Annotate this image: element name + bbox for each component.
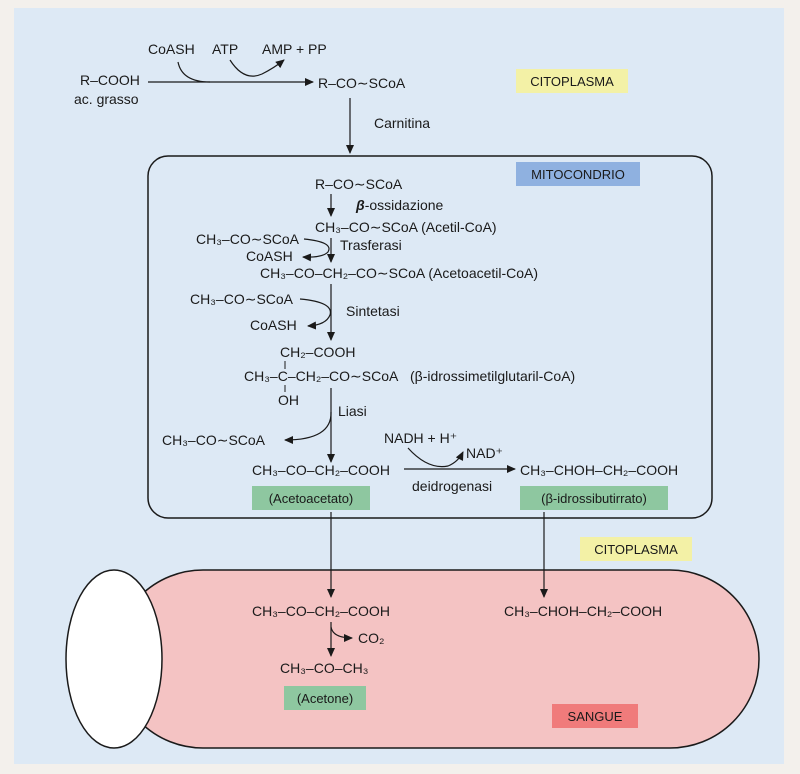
hmg-coa-oh: OH xyxy=(278,392,299,408)
tag-mitocondrio-bg xyxy=(516,162,640,186)
co2-curve xyxy=(330,626,353,642)
blood-vessel-opening xyxy=(65,569,163,749)
acetoacetate-mito: CH₃–CO–CH₂–COOH xyxy=(252,462,390,478)
synthase-label: Sintetasi xyxy=(346,303,400,319)
acyl-coa-cytosol: R–CO∼SCoA xyxy=(318,75,406,91)
coash-output-2: CoASH xyxy=(250,317,297,333)
hydroxybutyrate-blood: CH₃–CHOH–CH₂–COOH xyxy=(504,603,662,619)
atp-amp-curve xyxy=(229,59,285,77)
nadh-nad-curve xyxy=(407,447,464,468)
lyase-label: Liasi xyxy=(338,403,367,419)
amp-pp-label: AMP + PP xyxy=(262,41,327,57)
coash-curve xyxy=(177,61,211,83)
acetoacetate-blood: CH₃–CO–CH₂–COOH xyxy=(252,603,390,619)
acyl-coa-mito: R–CO∼SCoA xyxy=(315,176,403,192)
carnitine-label: Carnitina xyxy=(374,115,430,131)
fatty-acid-name: ac. grasso xyxy=(74,91,139,107)
mitochondrion-box xyxy=(147,155,713,519)
fatty-acid-formula: R–COOH xyxy=(80,72,140,88)
acetyl-coa-released: CH₃–CO∼SCoA xyxy=(162,432,266,448)
coash-output-1: CoASH xyxy=(246,248,293,264)
tag-citoplasma-top: CITOPLASMA xyxy=(530,74,614,89)
hmg-coa-top: CH₂–COOH xyxy=(280,344,355,360)
tag-citoplasma-bottom-bg xyxy=(580,537,692,561)
coash-label: CoASH xyxy=(148,41,195,57)
transferase-side-curve xyxy=(302,238,330,262)
hydroxybutyrate-mito: CH₃–CHOH–CH₂–COOH xyxy=(520,462,678,478)
acetoacetate-tag-bg xyxy=(252,486,370,510)
hydroxybutyrate-tag: (β-idrossibutirrato) xyxy=(541,491,647,506)
lyase-side-curve xyxy=(284,411,332,444)
tag-mitocondrio: MITOCONDRIO xyxy=(531,167,625,182)
synthase-side-curve xyxy=(299,298,332,330)
tag-citoplasma-bottom: CITOPLASMA xyxy=(594,542,678,557)
hmg-coa-middle: CH₃–C–CH₂–CO∼SCoA xyxy=(244,368,399,384)
nadh-label: NADH + H⁺ xyxy=(384,430,457,446)
acetone-tag-bg xyxy=(284,686,366,710)
atp-label: ATP xyxy=(212,41,238,57)
transferase-label: Trasferasi xyxy=(340,237,402,253)
hydroxybutyrate-tag-bg xyxy=(520,486,668,510)
acetyl-coa-input-1: CH₃–CO∼SCoA xyxy=(196,231,300,247)
tag-sangue: SANGUE xyxy=(568,709,623,724)
hmg-coa-name: (β-idrossimetilglutaril-CoA) xyxy=(410,368,575,384)
tag-citoplasma-top-bg xyxy=(516,69,628,93)
acetyl-coa: CH₃–CO∼SCoA (Acetil-CoA) xyxy=(315,219,497,235)
acetoacetate-tag: (Acetoacetato) xyxy=(269,491,354,506)
acetone-tag: (Acetone) xyxy=(297,691,353,706)
acetone-formula: CH₃–CO–CH₃ xyxy=(280,660,368,676)
tag-sangue-bg xyxy=(552,704,638,728)
nad-label: NAD⁺ xyxy=(466,445,503,461)
acetyl-coa-input-2: CH₃–CO∼SCoA xyxy=(190,291,294,307)
acetoacetyl-coa: CH₃–CO–CH₂–CO∼SCoA (Acetoacetil-CoA) xyxy=(260,265,538,281)
co2-label: CO₂ xyxy=(358,630,384,646)
beta-oxidation-label: β-ossidazione xyxy=(355,197,444,213)
blood-vessel xyxy=(113,569,760,749)
dehydrogenase-label: deidrogenasi xyxy=(412,478,492,494)
